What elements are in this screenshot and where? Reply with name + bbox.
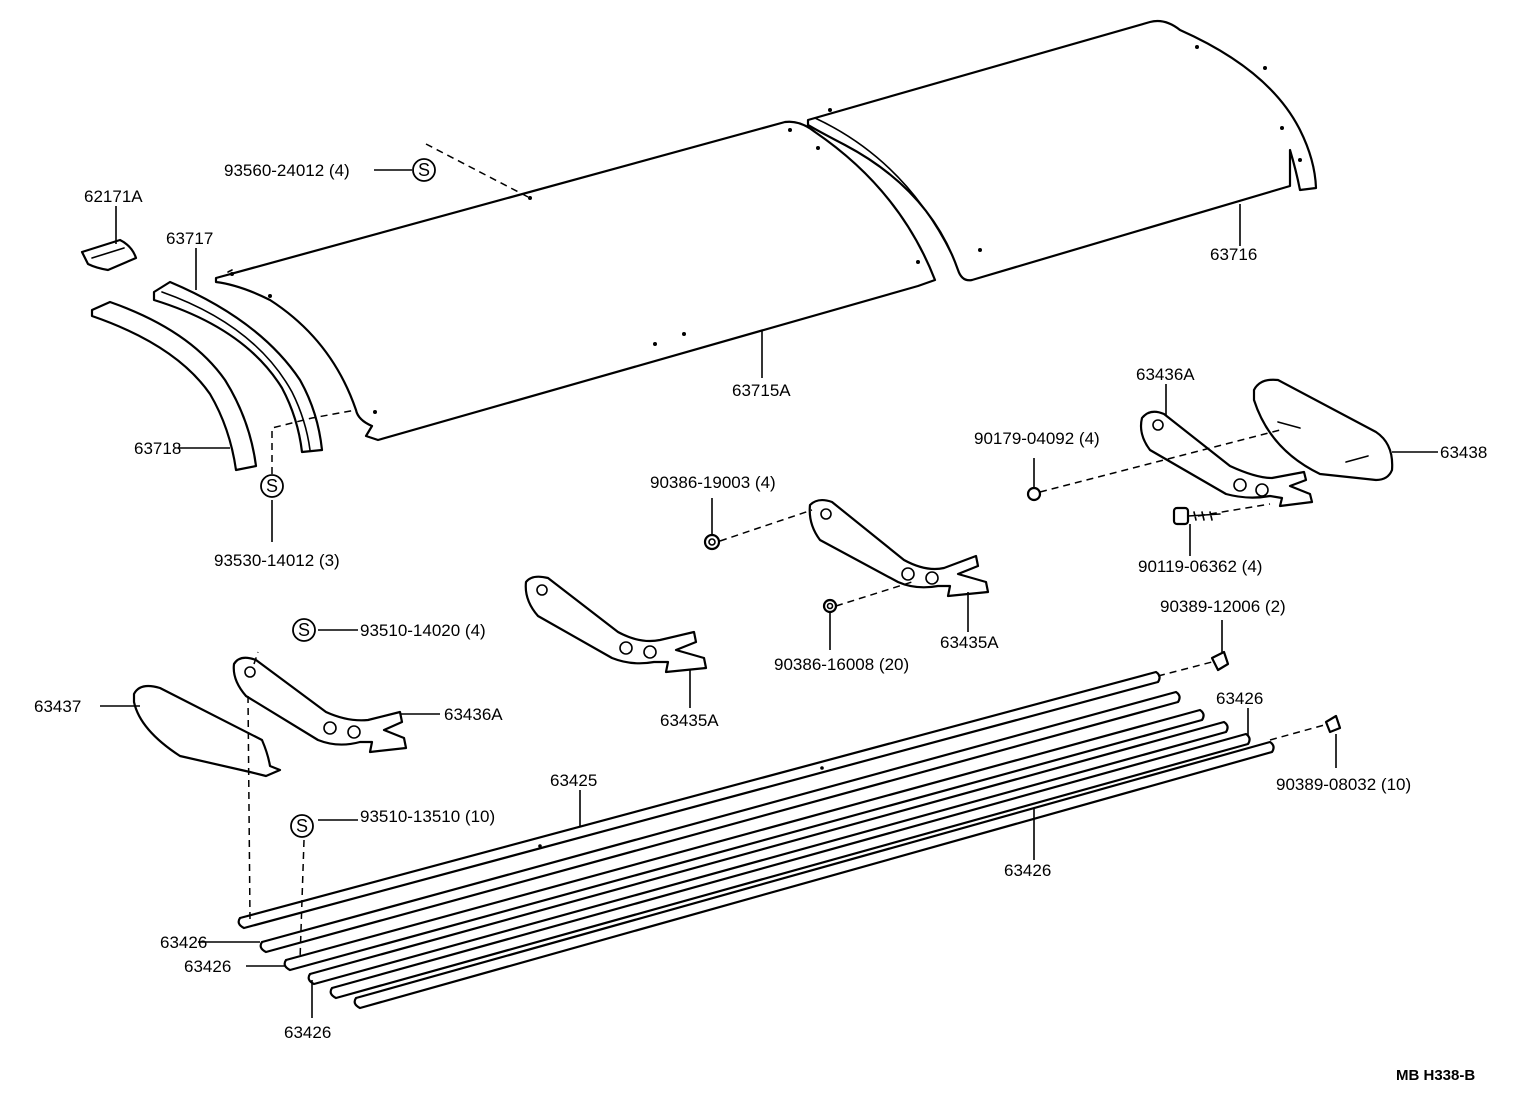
label-90389-08032: 90389-08032 (10) — [1276, 775, 1411, 794]
s-symbol-93510-14020: S — [292, 618, 316, 642]
label-63435A-lower: 63435A — [660, 711, 719, 730]
label-63426-right-top: 63426 — [1216, 689, 1263, 708]
label-63426-right-mid: 63426 — [1004, 861, 1051, 880]
part-63438-end-piece — [1252, 378, 1394, 482]
label-93510-14020: 93510-14020 (4) — [360, 621, 486, 640]
label-63715A: 63715A — [732, 381, 791, 400]
label-63436A-upper: 63436A — [1136, 365, 1195, 384]
label-63436A-lower: 63436A — [444, 705, 503, 724]
part-62171A-cap — [80, 238, 138, 272]
label-90389-12006: 90389-12006 (2) — [1160, 597, 1286, 616]
s-symbol-93510-13510: S — [290, 814, 314, 838]
label-90386-19003: 90386-19003 (4) — [650, 473, 776, 492]
svg-text:S: S — [296, 816, 308, 836]
part-labels: 62171A 93560-24012 (4) 63717 63718 63715… — [34, 161, 1487, 1042]
fastener-90386-16008 — [822, 598, 838, 614]
part-63718-rail — [90, 300, 258, 472]
part-63436A-bracket-upper — [1139, 410, 1314, 508]
label-93530-14012: 93530-14012 (3) — [214, 551, 340, 570]
diagram-code: MB H338-B — [1396, 1067, 1475, 1084]
roof-panel-63715A — [214, 120, 937, 442]
label-63438: 63438 — [1440, 443, 1487, 462]
label-63718: 63718 — [134, 439, 181, 458]
part-63436A-bracket-lower — [232, 656, 408, 754]
part-63435A-bracket-middle — [808, 498, 990, 598]
label-90386-16008: 90386-16008 (20) — [774, 655, 909, 674]
label-63435A-middle: 63435A — [940, 633, 999, 652]
label-63426-left-b: 63426 — [184, 957, 231, 976]
part-63437-end-piece — [132, 684, 282, 778]
svg-text:S: S — [298, 620, 310, 640]
label-63425: 63425 — [550, 771, 597, 790]
slats-group — [237, 670, 1275, 1010]
label-63437: 63437 — [34, 697, 81, 716]
part-63717-rail — [152, 280, 324, 454]
label-63426-left-a: 63426 — [160, 933, 207, 952]
fastener-90389-12006 — [1210, 650, 1230, 672]
svg-text:S: S — [266, 476, 278, 496]
label-90179-04092: 90179-04092 (4) — [974, 429, 1100, 448]
label-90119-06362: 90119-06362 (4) — [1138, 557, 1262, 576]
label-63716: 63716 — [1210, 245, 1257, 264]
svg-text:S: S — [418, 160, 430, 180]
leader-lines — [100, 169, 1438, 1018]
label-93510-13510: 93510-13510 (10) — [360, 807, 495, 826]
fastener-90389-08032 — [1324, 714, 1342, 734]
label-63717: 63717 — [166, 229, 213, 248]
label-62171A: 62171A — [84, 187, 143, 206]
s-symbol-93530: S — [260, 474, 284, 498]
label-63426-left-c: 63426 — [284, 1023, 331, 1042]
part-63435A-bracket-lower — [524, 575, 708, 674]
roof-panel-63716 — [806, 19, 1318, 282]
fastener-90119-06362 — [1172, 506, 1221, 526]
fastener-90386-19003 — [703, 533, 721, 551]
assembly-lines — [247, 143, 1329, 961]
s-symbol-93560: S — [412, 158, 436, 182]
fastener-90179-04092 — [1026, 486, 1042, 502]
label-93560-24012: 93560-24012 (4) — [224, 161, 350, 180]
